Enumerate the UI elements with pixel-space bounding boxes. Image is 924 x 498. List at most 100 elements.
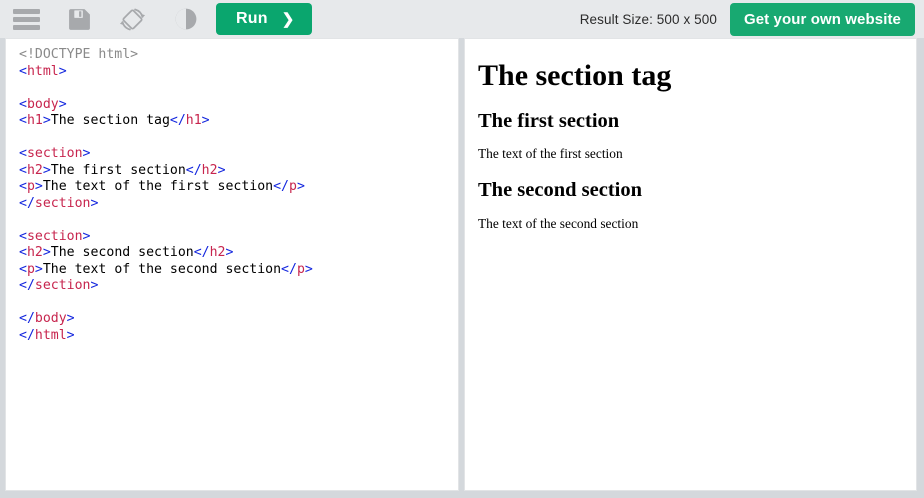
code-token-br: < xyxy=(19,162,27,178)
code-token-txt: The first section xyxy=(50,162,186,178)
code-token-br: </ xyxy=(19,278,35,293)
chevron-right-icon: ❯ xyxy=(281,10,295,28)
code-token-tag: section xyxy=(34,278,91,293)
code-token-tag: h1 xyxy=(26,113,43,128)
code-token-br: > xyxy=(34,261,43,277)
code-line: <section> xyxy=(19,229,458,246)
code-token-br: > xyxy=(42,113,51,128)
code-token-tag: section xyxy=(26,228,83,244)
code-token-tag: p xyxy=(296,261,305,277)
code-line: <p>The text of the second section</p> xyxy=(19,262,458,279)
code-token-tag: h2 xyxy=(26,162,43,178)
rotate-layout-icon xyxy=(119,8,146,30)
code-token-br: </ xyxy=(19,195,35,211)
code-token-br: < xyxy=(19,228,27,244)
preview-section-paragraph: The text of the second section xyxy=(478,215,639,231)
code-token-br: </ xyxy=(281,261,297,277)
menu-button[interactable] xyxy=(0,0,53,38)
code-editor-pane[interactable]: <!DOCTYPE html><html> <body><h1>The sect… xyxy=(5,38,459,491)
toolbar-left-group: Run ❯ xyxy=(0,0,313,38)
code-token-tag: body xyxy=(26,96,59,112)
code-line: <h2>The first section</h2> xyxy=(19,163,458,180)
code-token-txt: The section tag xyxy=(50,113,170,128)
code-line: <section> xyxy=(19,146,458,163)
code-token-tag: section xyxy=(34,195,91,211)
code-token-br: </ xyxy=(19,327,35,343)
code-token-br: > xyxy=(42,245,51,260)
code-token-br: > xyxy=(82,146,91,161)
toolbar-right-group: Result Size: 500 x 500 Get your own webs… xyxy=(580,0,924,38)
code-line: </section> xyxy=(19,278,458,295)
dark-mode-contrast-icon xyxy=(175,8,196,30)
code-token-br: < xyxy=(19,245,27,260)
code-token-br: > xyxy=(90,278,99,293)
code-token-txt: The second section xyxy=(50,245,194,260)
code-token-tag: p xyxy=(289,179,297,194)
code-token-br: </ xyxy=(185,162,202,178)
code-token-br: </ xyxy=(273,179,289,194)
preview-section-paragraph: The text of the first section xyxy=(478,146,623,162)
contrast-button[interactable] xyxy=(159,0,212,38)
code-token-tag: section xyxy=(26,146,83,161)
code-token-tag: h1 xyxy=(185,113,202,128)
code-token-br: > xyxy=(90,195,99,211)
code-token-br: < xyxy=(19,179,27,194)
preview-section-heading: The first section xyxy=(478,109,620,132)
code-token-br: > xyxy=(225,245,234,260)
code-token-br: > xyxy=(58,96,67,112)
code-token-br: > xyxy=(304,261,313,277)
code-line: <h1>The section tag</h1> xyxy=(19,113,458,130)
code-token-txt: The text of the first section xyxy=(42,179,274,194)
code-line: <p>The text of the first section</p> xyxy=(19,179,458,196)
code-token-tag: h2 xyxy=(201,162,218,178)
code-line: <h2>The second section</h2> xyxy=(19,245,458,262)
code-line: </body> xyxy=(19,311,458,328)
code-token-tag: body xyxy=(34,311,67,326)
get-own-website-button[interactable]: Get your own website xyxy=(729,2,915,36)
code-token-br: > xyxy=(58,63,67,79)
toolbar: Run ❯ Result Size: 500 x 500 Get your ow… xyxy=(0,0,924,38)
code-token-br: > xyxy=(34,179,43,194)
run-button[interactable]: Run ❯ xyxy=(216,3,313,35)
code-token-txt: The text of the second section xyxy=(42,261,282,277)
code-line xyxy=(19,130,458,147)
orientation-button[interactable] xyxy=(106,0,159,38)
code-token-br: > xyxy=(201,113,210,128)
code-editor-content[interactable]: <!DOCTYPE html><html> <body><h1>The sect… xyxy=(6,39,458,344)
code-token-tag: h2 xyxy=(26,245,43,260)
hamburger-menu-icon xyxy=(13,8,40,30)
code-token-br: > xyxy=(217,162,226,178)
save-button[interactable] xyxy=(53,0,106,38)
code-line: </html> xyxy=(19,328,458,345)
code-line xyxy=(19,80,458,97)
code-token-br: < xyxy=(19,63,27,79)
code-token-br: </ xyxy=(19,311,35,326)
code-token-br: > xyxy=(42,162,51,178)
code-token-tag: html xyxy=(26,63,59,79)
code-token-tag: p xyxy=(26,179,35,194)
code-line: <!DOCTYPE html> xyxy=(19,47,458,64)
code-token-tag: p xyxy=(26,261,35,277)
code-line: <html> xyxy=(19,64,458,81)
code-token-br: > xyxy=(82,228,91,244)
code-token-br: </ xyxy=(169,113,186,128)
code-line xyxy=(19,295,458,312)
code-token-br: < xyxy=(19,146,27,161)
code-token-br: < xyxy=(19,96,27,112)
run-button-label: Run xyxy=(236,10,268,27)
result-size-label: Result Size: 500 x 500 xyxy=(579,11,717,27)
code-token-br: > xyxy=(66,327,75,343)
code-token-tag: html xyxy=(34,327,67,343)
code-token-br: > xyxy=(66,311,75,326)
save-floppy-icon xyxy=(69,8,90,30)
code-line xyxy=(19,212,458,229)
code-line: <body> xyxy=(19,97,458,114)
code-token-tag: h2 xyxy=(209,245,226,260)
code-token-br: < xyxy=(19,113,27,128)
code-line: </section> xyxy=(19,196,458,213)
code-token-br: < xyxy=(19,261,27,277)
preview-heading-1: The section tag xyxy=(478,59,672,92)
